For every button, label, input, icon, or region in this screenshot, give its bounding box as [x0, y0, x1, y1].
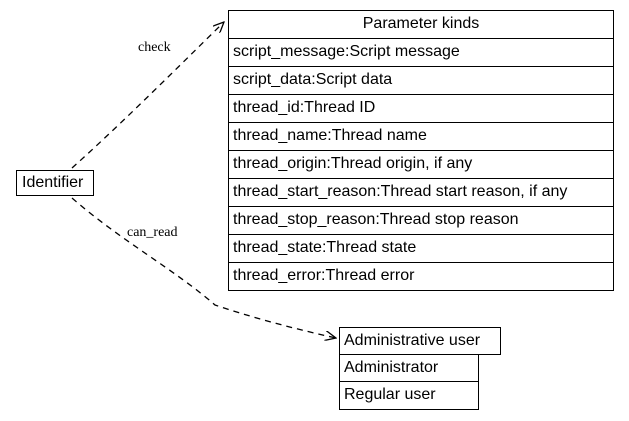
edge-check — [71, 22, 224, 169]
edge-can-read — [71, 197, 336, 338]
user-kind-row: Regular user — [339, 381, 479, 410]
administrative-user-header: Administrative user — [339, 327, 501, 355]
edge-label-check: check — [138, 40, 171, 55]
parameter-kind-row: script_data:Script data — [228, 66, 614, 95]
user-kind-row: Administrator — [339, 354, 479, 382]
parameter-kinds-header: Parameter kinds — [228, 10, 614, 39]
identifier-node-label: Identifier — [22, 174, 84, 191]
parameter-kind-row: thread_origin:Thread origin, if any — [228, 150, 614, 179]
parameter-kind-row: script_message:Script message — [228, 38, 614, 67]
parameter-kind-row: thread_state:Thread state — [228, 234, 614, 263]
edge-label-can-read: can_read — [127, 225, 178, 240]
parameter-kind-row: thread_stop_reason:Thread stop reason — [228, 206, 614, 235]
parameter-kind-row: thread_name:Thread name — [228, 122, 614, 151]
parameter-kind-row: thread_id:Thread ID — [228, 94, 614, 123]
parameter-kind-row: thread_error:Thread error — [228, 262, 614, 291]
parameter-kind-row: thread_start_reason:Thread start reason,… — [228, 178, 614, 207]
identifier-node: Identifier — [16, 170, 94, 196]
